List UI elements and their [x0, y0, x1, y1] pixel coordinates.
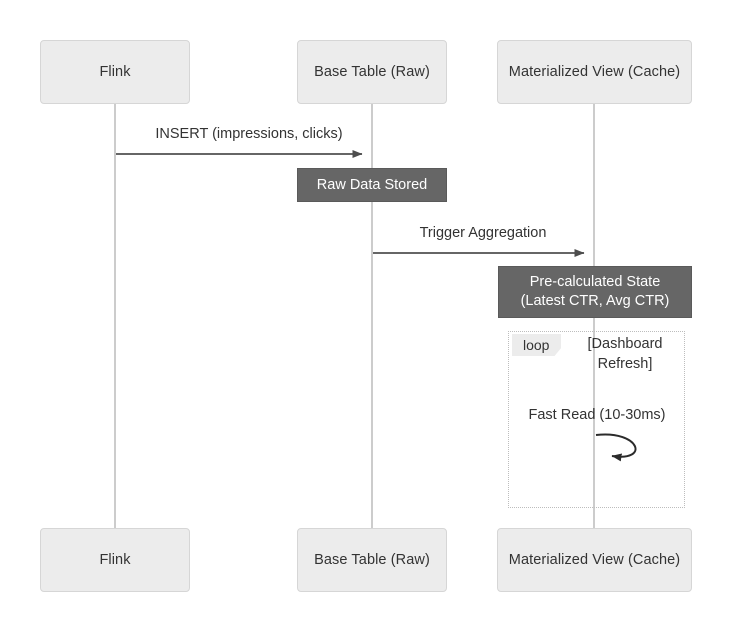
note-raw-data-stored: Raw Data Stored [297, 168, 447, 202]
participant-base-table-bottom[interactable]: Base Table (Raw) [297, 528, 447, 592]
participant-label: Flink [99, 64, 131, 80]
participant-label: Materialized View (Cache) [508, 552, 681, 568]
loop-fragment-condition: [Dashboard Refresh] [566, 334, 684, 374]
message-label-insert: INSERT (impressions, clicks) [155, 126, 343, 142]
loop-condition-line-2: Refresh] [597, 356, 653, 372]
participant-label: Flink [99, 552, 131, 568]
participant-label: Base Table (Raw) [314, 552, 430, 568]
participant-label: Materialized View (Cache) [508, 64, 681, 80]
message-label-fast-read: Fast Read (10-30ms) [528, 407, 666, 423]
note-line: Raw Data Stored [316, 176, 428, 193]
message-arrow-fast-read-self-loop [595, 433, 637, 462]
participant-base-table-top[interactable]: Base Table (Raw) [297, 40, 447, 104]
message-arrows [116, 150, 637, 462]
participant-flink-top[interactable]: Flink [40, 40, 190, 104]
participant-label: Base Table (Raw) [314, 64, 430, 80]
note-line: (Latest CTR, Avg CTR) [520, 293, 670, 309]
participant-materialized-view-bottom[interactable]: Materialized View (Cache) [497, 528, 692, 592]
participant-materialized-view-top[interactable]: Materialized View (Cache) [497, 40, 692, 104]
participant-flink-bottom[interactable]: Flink [40, 528, 190, 592]
note-line: Pre-calculated State [529, 274, 661, 290]
loop-condition-line-1: [Dashboard [587, 336, 663, 352]
message-label-trigger-aggregation: Trigger Aggregation [419, 225, 547, 241]
note-precalculated-state: Pre-calculated State (Latest CTR, Avg CT… [498, 266, 692, 318]
loop-fragment-dashboard-refresh [508, 331, 685, 508]
loop-fragment-tag: loop [512, 334, 562, 356]
